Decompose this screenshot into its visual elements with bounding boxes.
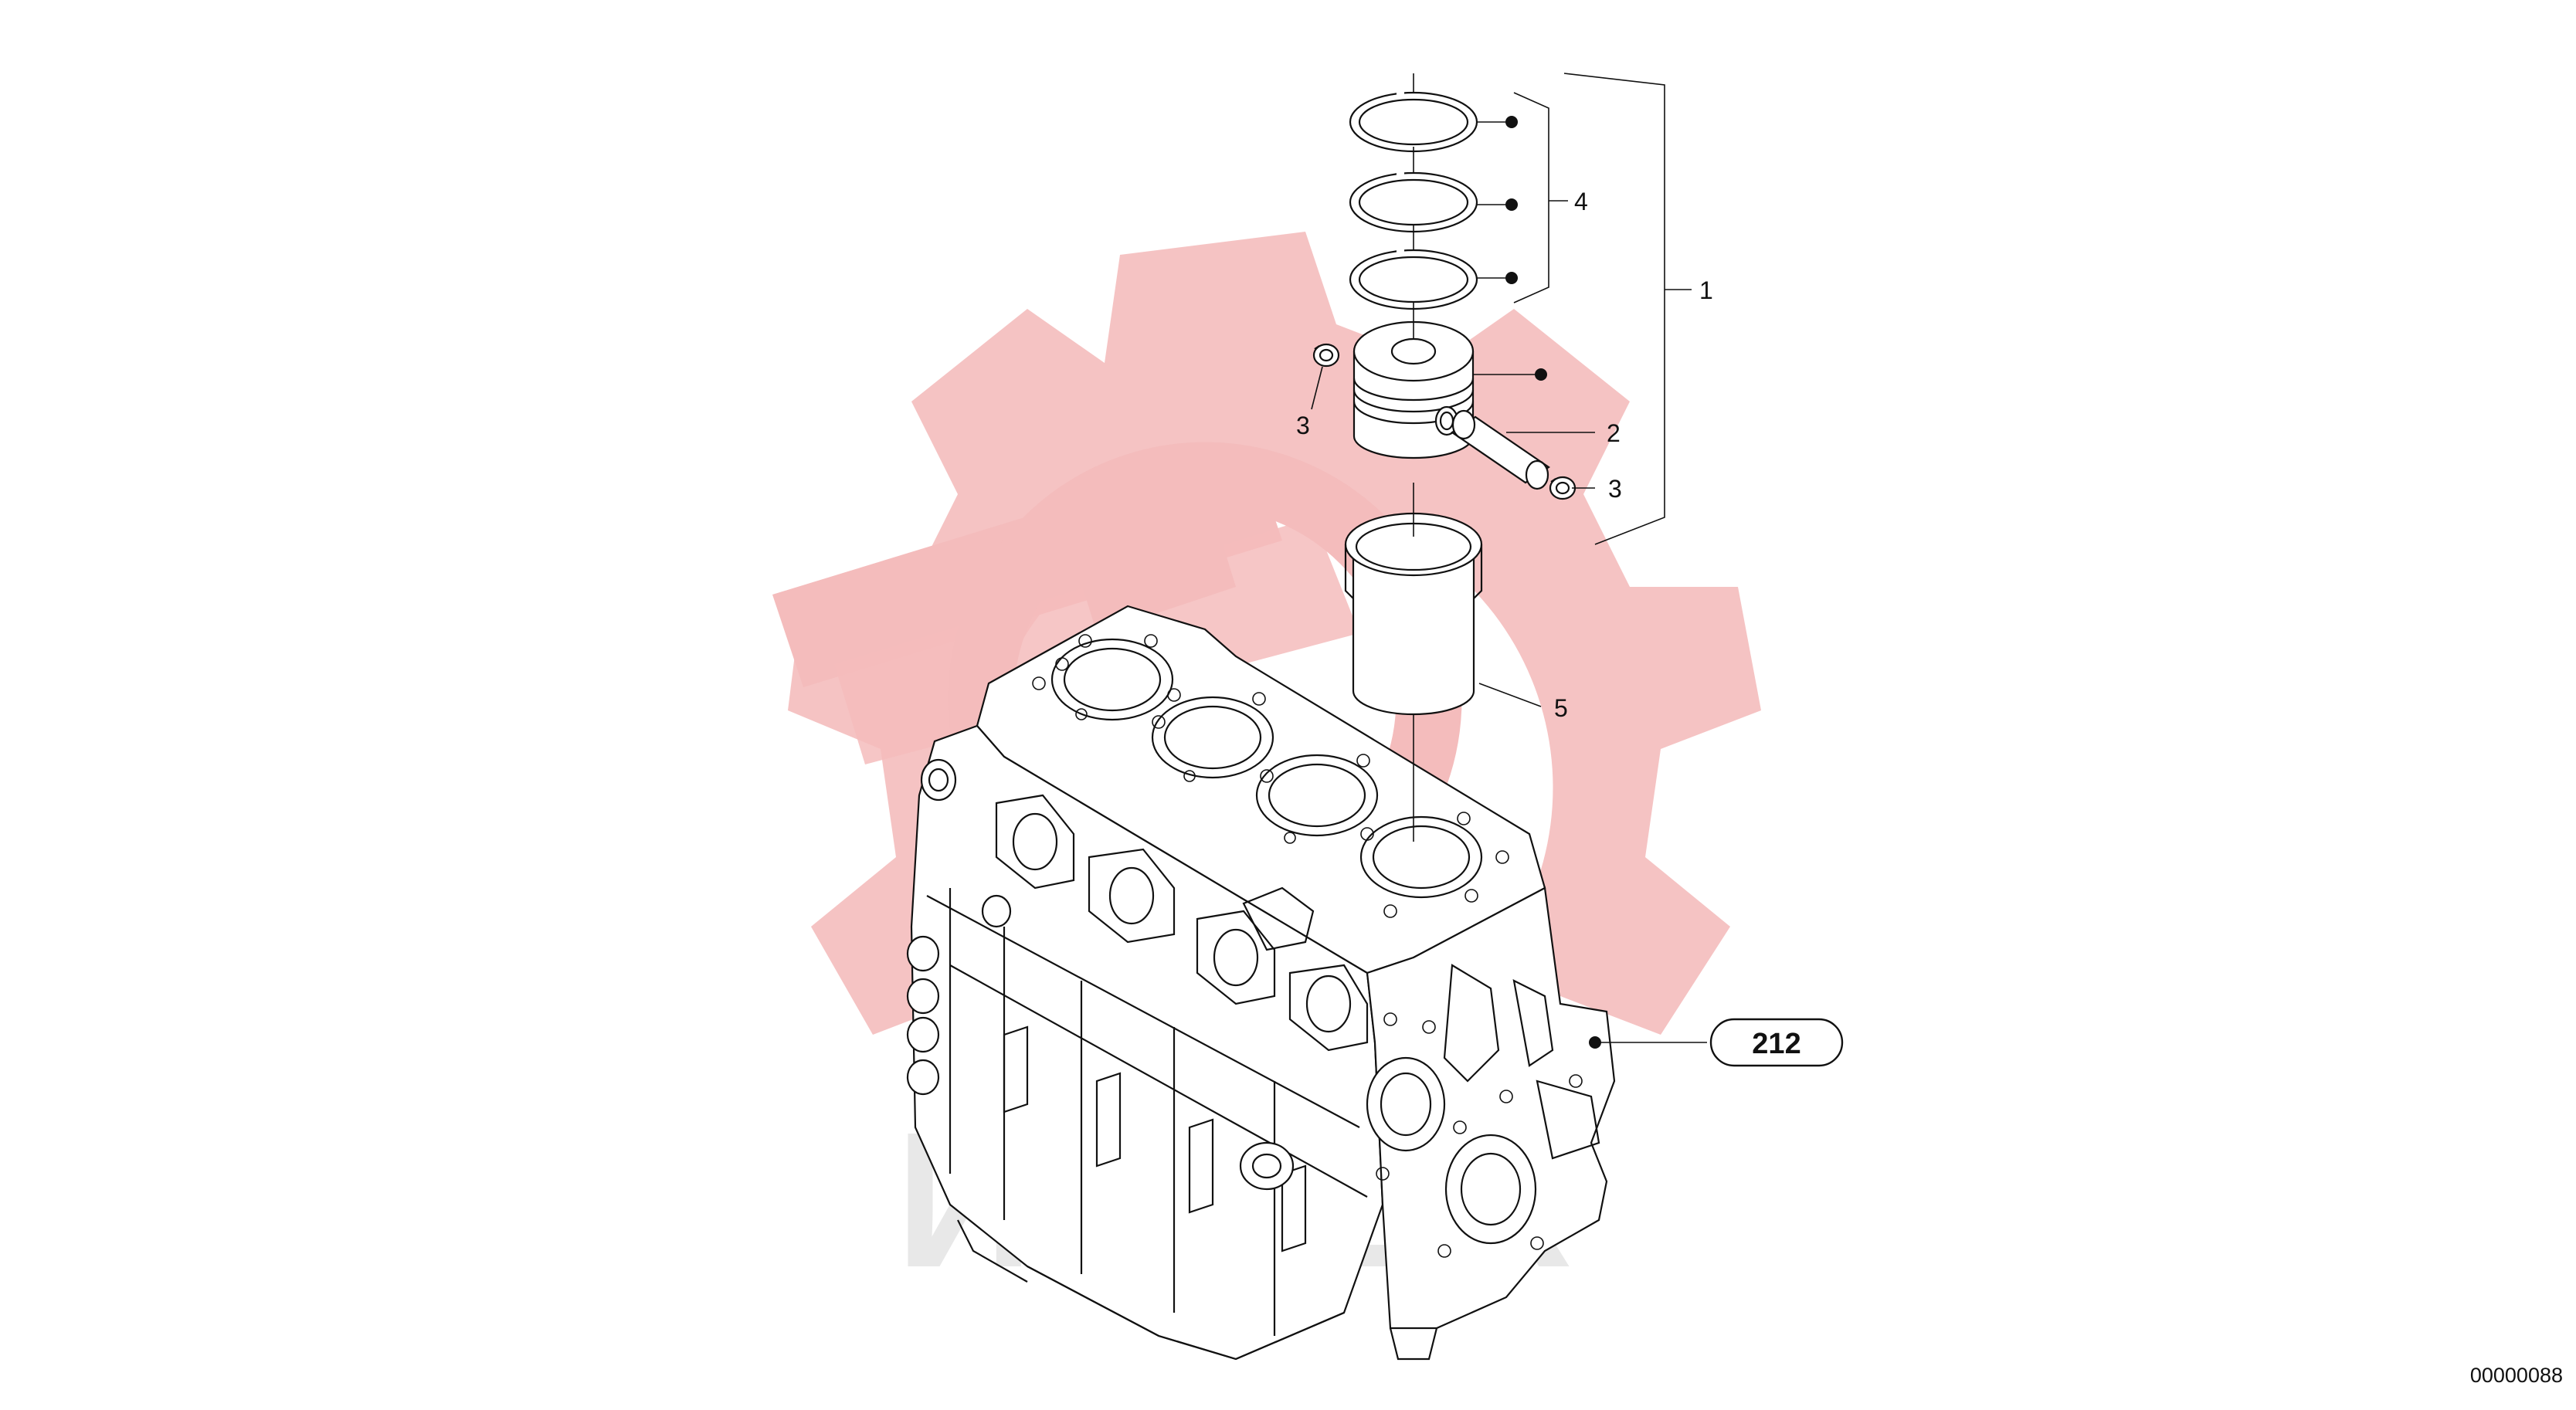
drawing-code: 00000088 — [2470, 1364, 2563, 1387]
piston-ring-3 — [1349, 249, 1478, 310]
piston-ring-1 — [1349, 91, 1478, 153]
piston — [1352, 320, 1475, 459]
leader-lines — [1311, 73, 1707, 1043]
callout-3-right: 3 — [1608, 475, 1622, 503]
callout-1: 1 — [1699, 276, 1713, 304]
snap-ring-left — [1312, 343, 1340, 368]
filled-dot-icon — [1505, 116, 1601, 1049]
cylinder-liner — [1344, 512, 1483, 716]
snap-ring-right — [1549, 476, 1576, 500]
callout-3-left: 3 — [1296, 412, 1310, 439]
callout-5: 5 — [1554, 694, 1568, 722]
cylinder-block — [906, 605, 1616, 1361]
callout-4: 4 — [1574, 188, 1588, 215]
piston-ring-2 — [1349, 171, 1478, 233]
reference-tag-212[interactable]: 212 — [1709, 1018, 1844, 1067]
piston-pin — [1451, 409, 1550, 490]
reference-tag-label: 212 — [1752, 1028, 1800, 1060]
callout-2: 2 — [1607, 419, 1621, 447]
